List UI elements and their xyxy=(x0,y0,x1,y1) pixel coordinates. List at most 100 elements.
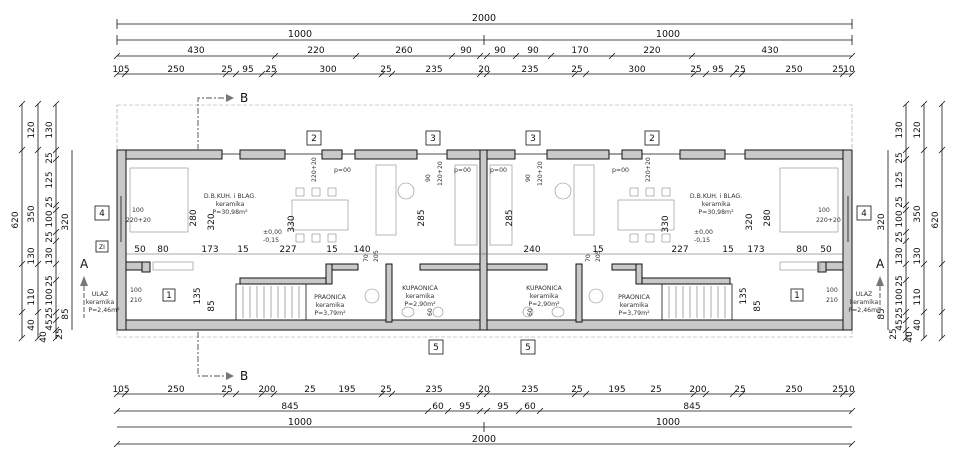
dimension-tick xyxy=(848,390,856,398)
section-b-line-bottom xyxy=(197,332,228,377)
dimension-tick xyxy=(483,52,491,60)
tag-box xyxy=(520,339,536,355)
wall-bath-left-v xyxy=(385,263,393,323)
opening-labels: 100 220+20 100 220+20 100 210 100 210 22… xyxy=(126,157,841,316)
inner-dim: 240 xyxy=(523,245,540,255)
section-b-line-top xyxy=(197,97,228,150)
dim-left-r3-5: 100 xyxy=(45,210,55,227)
inner-v-dim: 330 xyxy=(287,215,297,232)
room-area: P=30,98m² xyxy=(212,209,248,216)
wall-entry-right-stub xyxy=(817,261,827,273)
dim-top-r4-10: 235 xyxy=(521,65,538,75)
wall-party xyxy=(479,149,488,331)
dim-bot-half-left: 1000 xyxy=(288,417,312,428)
dim-top-r4-7: 25 xyxy=(380,65,391,75)
dimension-tick xyxy=(476,70,484,78)
opening-width: 90 xyxy=(525,174,532,182)
room-name: D.B.KUH. i BLAG. xyxy=(690,193,742,200)
opening-height: 210 xyxy=(826,297,838,304)
opening-width: 70 xyxy=(363,254,370,262)
dim-top-r3-8: 220 xyxy=(643,46,660,56)
dim-top-r4-2: 250 xyxy=(167,65,184,75)
room-name: KUPAONICA xyxy=(526,285,563,292)
opening-height: 220+20 xyxy=(311,157,318,182)
chair xyxy=(629,233,639,243)
dim-left-r3-12: 40 xyxy=(39,331,49,343)
furniture xyxy=(129,164,839,318)
room-floor: keramika xyxy=(702,201,731,208)
room-area: P=30,98m² xyxy=(698,209,734,216)
tag-5-left: 5 xyxy=(433,343,439,353)
dim-left-r3-4: 25 xyxy=(45,196,55,207)
dim-right-r2-5: 40 xyxy=(913,319,923,331)
dimension-tick xyxy=(232,70,240,78)
dim-left-r3-3: 125 xyxy=(45,171,55,188)
tag-2-right: 2 xyxy=(649,134,655,144)
tag-box xyxy=(856,205,872,221)
dim-bot-r1-11: 25 xyxy=(571,385,582,395)
dim-left-r3-7: 130 xyxy=(45,247,55,264)
dimension-tick xyxy=(270,70,278,78)
dim-bot-r1-9: 20 xyxy=(478,385,490,395)
dim-top-total: 2000 xyxy=(472,13,496,24)
inner-dim: 227 xyxy=(671,245,688,255)
dim-top-r4-6: 300 xyxy=(319,65,336,75)
wall-top-right-2 xyxy=(679,149,726,160)
dimension-tick xyxy=(547,52,555,60)
dimension-tick xyxy=(388,70,396,78)
dimension-tick xyxy=(848,407,856,415)
dim-bot-r2-1: 845 xyxy=(281,402,298,412)
dim-right-r3-2: 25 xyxy=(895,152,905,163)
wall-top-right-3 xyxy=(621,149,643,160)
room-floor: keramika xyxy=(216,201,245,208)
dimension-tick xyxy=(582,390,590,398)
bottom-dimension-chains: 105 250 25 200 25 195 25 235 20 235 25 1… xyxy=(112,385,855,445)
dimension-tick xyxy=(688,52,696,60)
level-mark: ±0,00 xyxy=(694,229,713,236)
dimension-tick xyxy=(571,70,579,78)
dimension-tick xyxy=(729,70,737,78)
tag-4-left: 4 xyxy=(99,209,105,219)
arrow-up-icon xyxy=(80,276,88,286)
level-mark: ±0,00 xyxy=(263,229,282,236)
dim-right-r2-3: 130 xyxy=(913,247,923,264)
top-dimension-chains: 2000 1000 1000 430 220 260 90 90 90 170 … xyxy=(112,13,855,75)
room-area: P=2,90m² xyxy=(404,301,436,308)
room-name: KUPAONICA xyxy=(402,285,439,292)
arrow-up-icon xyxy=(876,276,884,286)
dimension-tick xyxy=(232,390,240,398)
tag-box xyxy=(425,130,441,146)
dimension-tick xyxy=(113,390,121,398)
dim-right-r3-1: 130 xyxy=(895,121,905,138)
dim-top-r3-1: 430 xyxy=(187,46,204,56)
dim-bot-r1-16: 250 xyxy=(785,385,802,395)
dimension-tick xyxy=(476,390,484,398)
inner-v-dim: 320 xyxy=(207,213,217,230)
hob-right xyxy=(554,182,572,200)
dimension-tick xyxy=(571,390,579,398)
tag-box xyxy=(306,130,322,146)
dim-left-total: 620 xyxy=(11,211,21,228)
opening-width: 60 xyxy=(527,308,534,316)
wall-laundry-top-right xyxy=(639,277,731,285)
dimension-tick xyxy=(483,407,491,415)
dim-right-r2-4: 110 xyxy=(913,288,923,305)
wall-top-left-1 xyxy=(116,149,223,160)
opening-width: 70 xyxy=(585,254,592,262)
dimension-tick xyxy=(476,407,484,415)
inner-dim: 15 xyxy=(326,245,337,255)
tag-1-right: 1 xyxy=(794,291,800,301)
opening-height: 205 xyxy=(373,250,380,262)
dim-bot-r1-5: 25 xyxy=(304,385,315,395)
dim-top-r4-17: 25 xyxy=(832,65,843,75)
inner-dim: 80 xyxy=(157,245,169,255)
dimension-tick xyxy=(848,440,856,448)
dimension-tick xyxy=(424,407,432,415)
wall-top-right-4 xyxy=(546,149,610,160)
dim-bot-r1-17: 25 xyxy=(832,385,843,395)
dim-left-r2-5: 40 xyxy=(27,319,37,331)
dim-top-r3-2: 220 xyxy=(307,46,324,56)
dimension-tick xyxy=(608,52,616,60)
cabinet-left xyxy=(152,261,194,271)
tag-zi: ZI xyxy=(99,244,105,251)
